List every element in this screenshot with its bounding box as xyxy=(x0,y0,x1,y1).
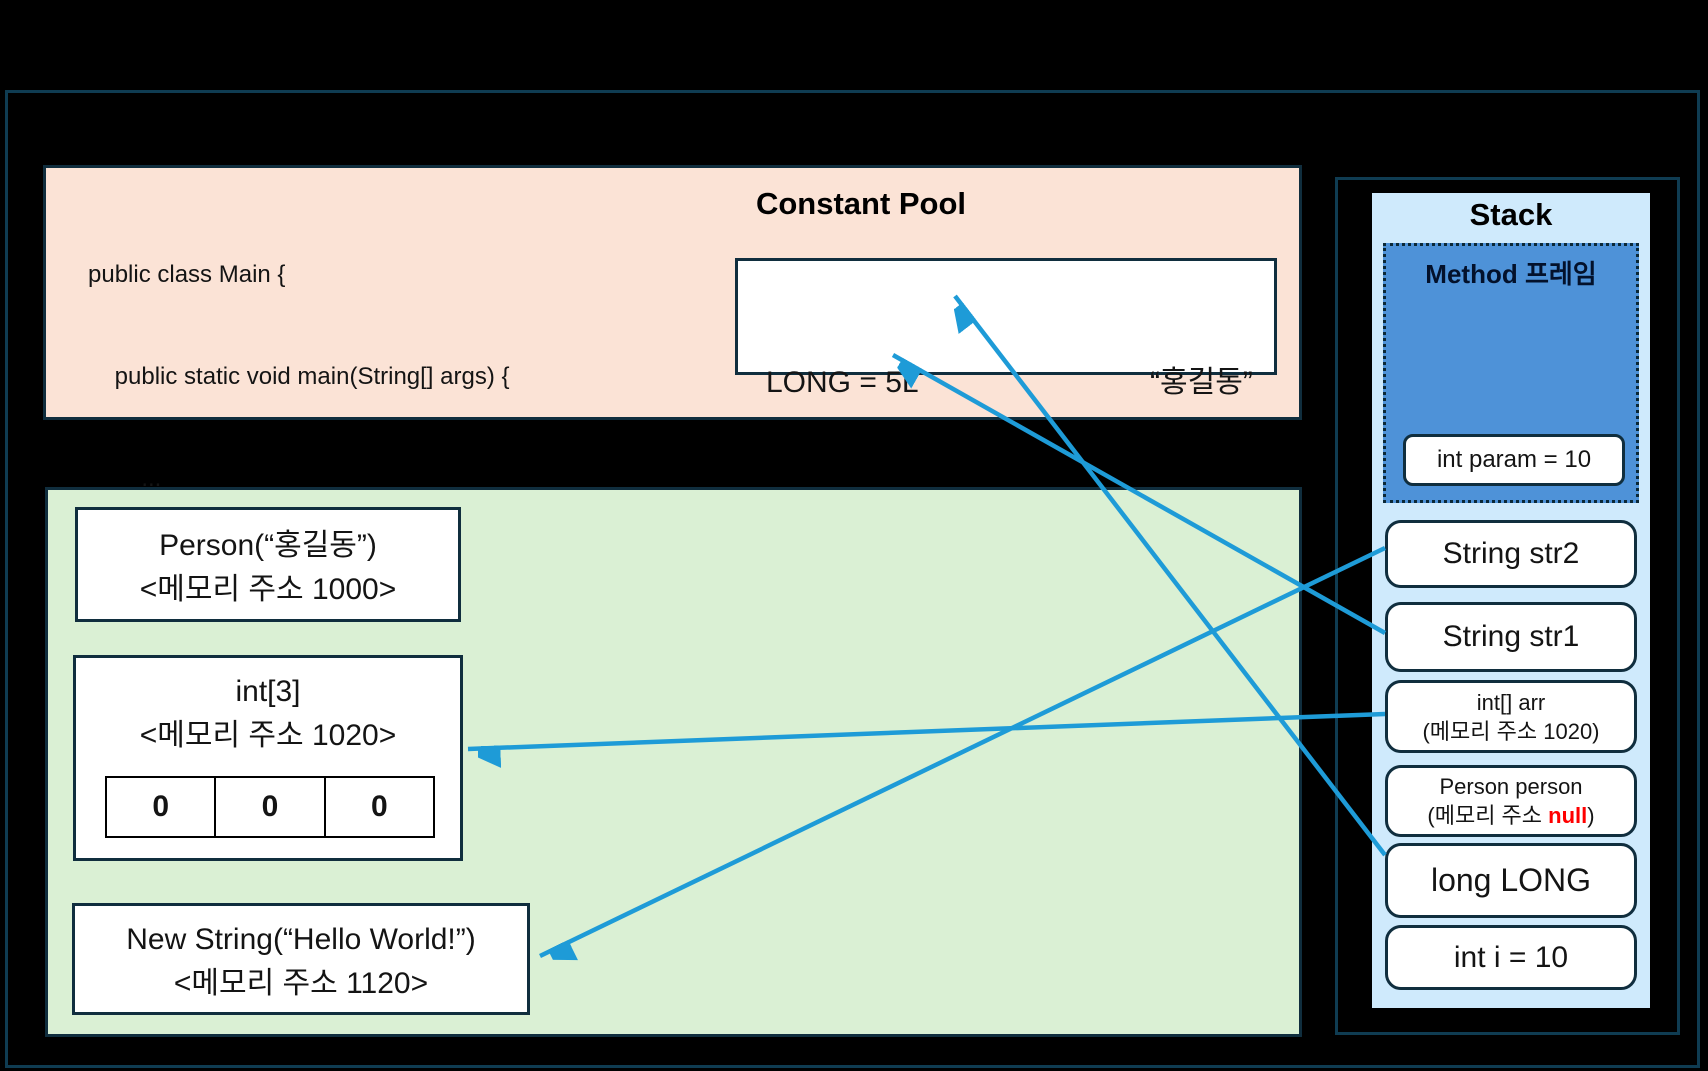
array-cell-1: 0 xyxy=(215,776,325,838)
stack-item-person-address: (메모리 주소 null) xyxy=(1427,803,1595,828)
heap-panel: Person(“홍길동”) <메모리 주소 1000> int[3] <메모리 … xyxy=(45,487,1302,1037)
stack-item-arr-address: (메모리 주소 1020) xyxy=(1422,718,1600,744)
array-cell-2: 0 xyxy=(324,776,435,838)
heap-array-cells: 0 0 0 xyxy=(105,776,435,838)
stack-container: Stack Method 프레임 int param = 10 String s… xyxy=(1335,177,1680,1035)
heap-array-label: int[3] xyxy=(235,675,301,708)
stack-item-long-LONG: long LONG xyxy=(1385,843,1637,918)
heap-new-string-box: New String(“Hello World!”) <메모리 주소 1120> xyxy=(72,903,530,1015)
heap-array-address: <메모리 주소 1020> xyxy=(139,719,397,752)
heap-int-array-box: int[3] <메모리 주소 1020> 0 0 0 xyxy=(73,655,463,861)
code-line: public class Main { xyxy=(88,261,286,288)
stack-panel: Stack Method 프레임 int param = 10 String s… xyxy=(1372,193,1650,1008)
stack-item-arr: int[] arr (메모리 주소 1020) xyxy=(1385,680,1637,753)
constant-pool-title: Constant Pool xyxy=(755,186,967,221)
stack-title: Stack xyxy=(1469,197,1553,232)
heap-person-address: <메모리 주소 1000> xyxy=(139,573,397,606)
code-constant-pool-panel: public class Main { public static void m… xyxy=(43,165,1302,798)
constant-pool-box: LONG = 5L “Hello World!” “홍길동” “김아무개” xyxy=(735,258,1280,528)
code-line: ... xyxy=(88,465,162,492)
method-frame-param-box: int param = 10 xyxy=(1403,434,1625,486)
constant-pool-long-5l: LONG = 5L xyxy=(766,366,919,399)
heap-new-string-label: New String(“Hello World!”) xyxy=(126,923,476,956)
method-frame: Method 프레임 int param = 10 xyxy=(1383,243,1639,503)
stack-item-person: Person person (메모리 주소 null) xyxy=(1385,765,1637,837)
method-frame-title: Method 프레임 xyxy=(1425,259,1597,289)
runtime-area-frame xyxy=(5,90,1700,1068)
heap-person-label: Person(“홍길동”) xyxy=(159,529,377,562)
code-line: public static void main(String[] args) { xyxy=(88,363,510,390)
stack-item-int-i: int i = 10 xyxy=(1385,925,1637,990)
constant-pool-honggildong: “홍길동” xyxy=(1150,366,1253,399)
stack-item-person-label: Person person xyxy=(1439,774,1583,799)
null-value: null xyxy=(1548,803,1588,828)
stack-item-arr-label: int[] arr xyxy=(1476,689,1546,715)
stack-item-str2: String str2 xyxy=(1385,520,1637,588)
stack-item-str1: String str1 xyxy=(1385,602,1637,672)
heap-new-string-address: <메모리 주소 1120> xyxy=(173,967,429,1000)
heap-person-box: Person(“홍길동”) <메모리 주소 1000> xyxy=(75,507,461,622)
array-cell-0: 0 xyxy=(105,776,216,838)
